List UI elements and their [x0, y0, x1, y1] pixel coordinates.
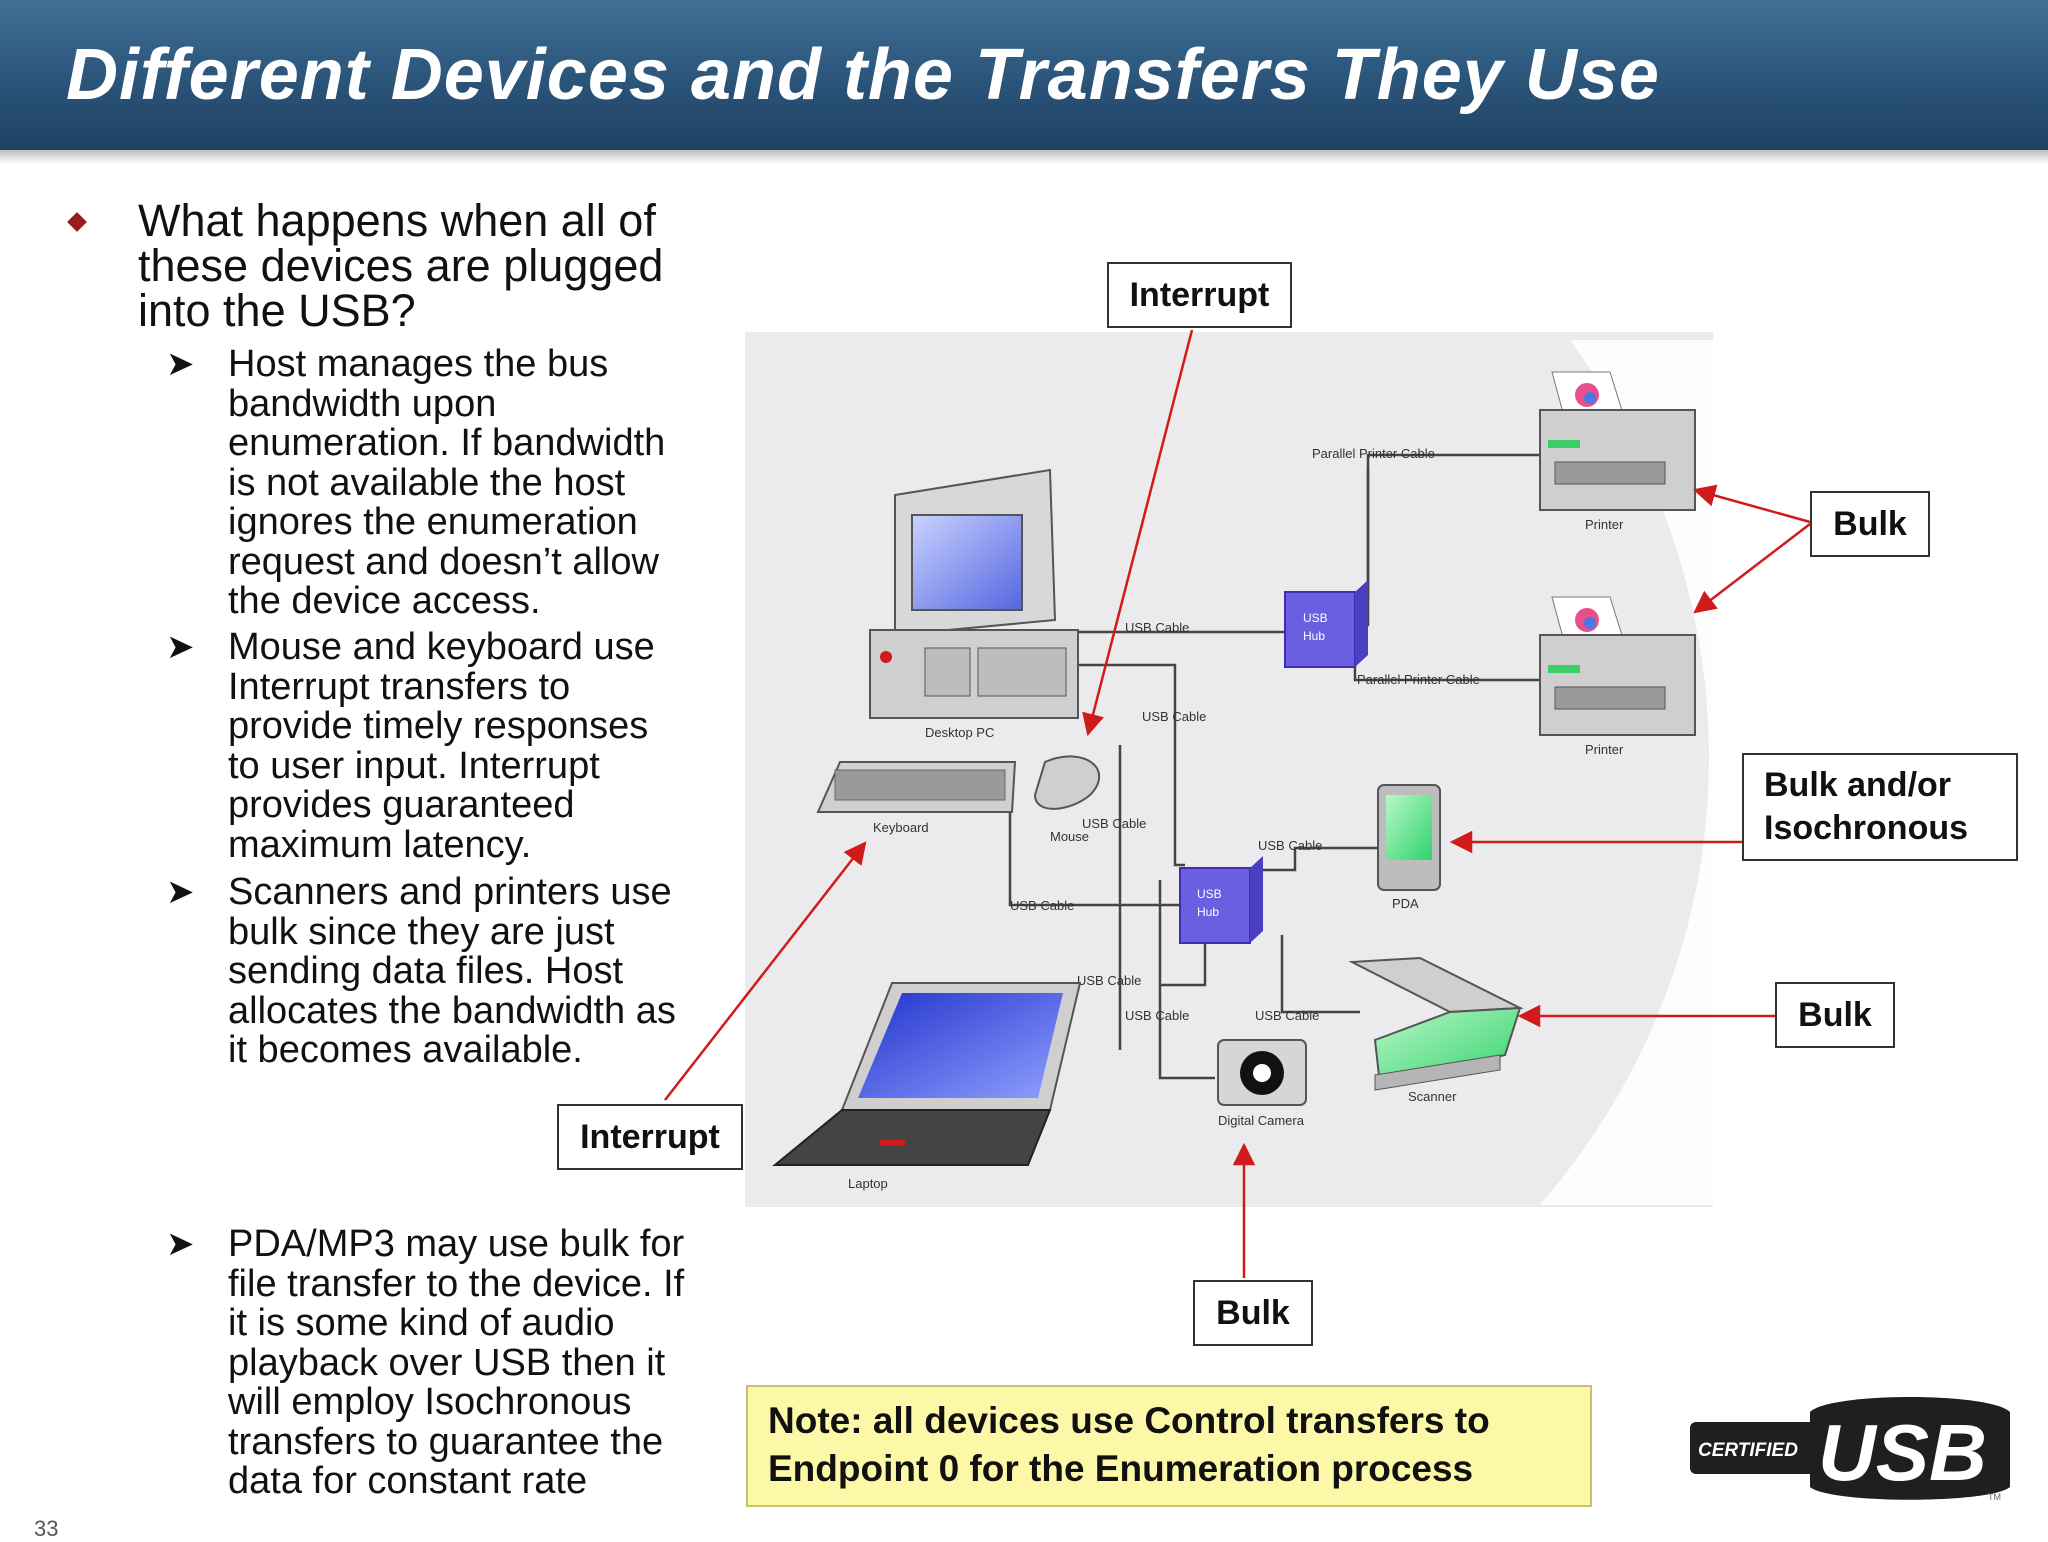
scanner-label: Scanner	[1408, 1089, 1457, 1104]
cable-label: USB Cable	[1082, 816, 1146, 831]
usb-hub-icon: USB Hub	[1180, 856, 1263, 943]
mouse-label: Mouse	[1050, 829, 1089, 844]
keyboard-label: Keyboard	[873, 820, 929, 835]
hub-label: Hub	[1197, 905, 1219, 919]
callout-bulk-scanner: Bulk	[1775, 982, 1895, 1048]
cable-label: USB Cable	[1125, 1008, 1189, 1023]
certified-usb-logo: CERTIFIED USB TM	[1690, 1392, 2020, 1504]
logo-usb-text: USB	[1818, 1408, 1987, 1497]
cable-label: USB Cable	[1255, 1008, 1319, 1023]
usb-hub-icon: USB Hub	[1285, 580, 1368, 667]
logo-tm-text: TM	[1988, 1492, 2001, 1502]
printer-label: Printer	[1585, 517, 1624, 532]
slide-number: 33	[34, 1516, 58, 1542]
digital-camera-icon: Digital Camera	[1218, 1040, 1306, 1128]
callout-interrupt-left: Interrupt	[557, 1104, 743, 1170]
callout-bulk-or-isochronous: Bulk and/or Isochronous	[1742, 753, 2018, 861]
logo-certified-text: CERTIFIED	[1698, 1440, 1798, 1461]
cable-label: Parallel Printer Cable	[1312, 446, 1435, 461]
cable-label: USB Cable	[1142, 709, 1206, 724]
pda-label: PDA	[1392, 896, 1419, 911]
cable-label: USB Cable	[1125, 620, 1189, 635]
hub-label: USB	[1197, 887, 1222, 901]
callout-bulk-printers: Bulk	[1810, 491, 1930, 557]
desktop-label: Desktop PC	[925, 725, 994, 740]
cable-label: Parallel Printer Cable	[1357, 672, 1480, 687]
note-line: Note: all devices use Control transfers …	[768, 1397, 1570, 1445]
cable-label: USB Cable	[1010, 898, 1074, 913]
note-box: Note: all devices use Control transfers …	[746, 1385, 1592, 1507]
desktop-pc-icon: Desktop PC	[870, 470, 1078, 740]
hub-label: USB	[1303, 611, 1328, 625]
laptop-label: Laptop	[848, 1176, 888, 1191]
cable-label: USB Cable	[1258, 838, 1322, 853]
hub-label: Hub	[1303, 629, 1325, 643]
callout-bulk-camera: Bulk	[1193, 1280, 1313, 1346]
note-line: Endpoint 0 for the Enumeration process	[768, 1445, 1570, 1493]
callout-line: Bulk and/or	[1764, 764, 1951, 807]
callout-line: Isochronous	[1764, 807, 1968, 850]
printer-label: Printer	[1585, 742, 1624, 757]
callout-interrupt-top: Interrupt	[1107, 262, 1292, 328]
camera-label: Digital Camera	[1218, 1113, 1305, 1128]
cable-label: USB Cable	[1077, 973, 1141, 988]
